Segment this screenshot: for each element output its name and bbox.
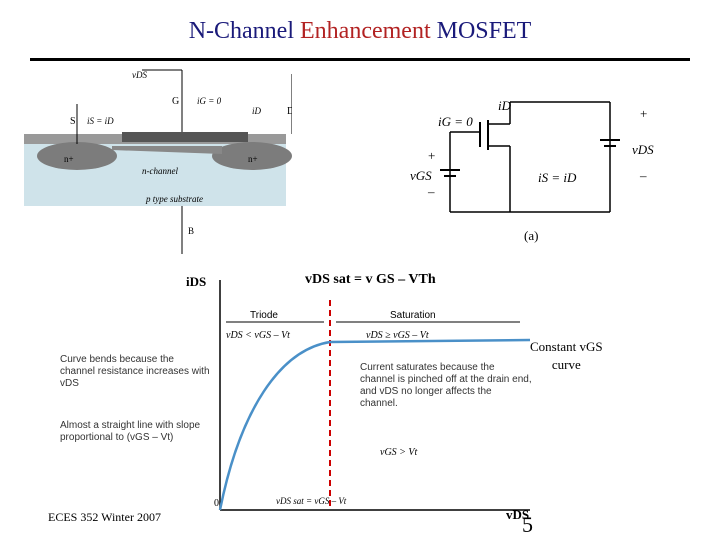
source-well <box>37 142 117 170</box>
slide-title: N-Channel Enhancement MOSFET <box>0 18 720 45</box>
drain-well <box>212 142 292 170</box>
title-rule <box>30 58 690 61</box>
ig-label: iG = 0 <box>197 96 222 106</box>
saturation-condition: vDS ≥ vGS – Vt <box>366 330 429 341</box>
constant-line2: curve <box>551 357 581 372</box>
x-tick-label: vDS sat = vGS – Vt <box>276 496 347 506</box>
n-channel-region <box>112 146 222 154</box>
ids-axis-label: iDS <box>186 274 206 290</box>
saturation-label: Saturation <box>390 310 436 321</box>
body-label: B <box>188 226 194 236</box>
drain-label: D <box>287 106 292 117</box>
vds-axis-label: vDS <box>506 507 530 522</box>
note-saturates: Current saturates because the channel is… <box>360 362 532 409</box>
schematic-vgs-label: vGS <box>410 168 432 183</box>
constant-line1: Constant vGS <box>530 339 603 354</box>
gate-label: G <box>172 96 179 107</box>
vgs-plus: + <box>428 148 435 163</box>
source-label: S <box>70 116 76 127</box>
schematic-ig-label: iG = 0 <box>438 114 473 129</box>
mosfet-cross-section: vDS G iG = 0 S iS = iD D iD n+ n+ n-chan… <box>24 69 292 254</box>
note-curve-bends: Curve bends because the channel resistan… <box>60 354 210 389</box>
id-label: iD <box>252 106 262 116</box>
constant-vgs-label: Constant vGS curve <box>530 338 603 374</box>
title-part3: MOSFET <box>436 18 532 44</box>
note-straight-line: Almost a straight line with slope propor… <box>60 420 200 443</box>
schematic-caption: (a) <box>524 228 538 243</box>
n-left-label: n+ <box>64 154 74 164</box>
vds-plus: + <box>640 106 647 121</box>
is-label: iS = iD <box>87 116 114 126</box>
n-right-label: n+ <box>248 154 258 164</box>
schematic-id-label: iD <box>498 98 512 113</box>
vgs-minus: – <box>427 184 435 199</box>
title-part2: Enhancement <box>300 18 431 44</box>
page-number: 5 <box>522 512 533 537</box>
schematic-is-label: iS = iD <box>538 170 577 185</box>
footer-text: ECES 352 Winter 2007 <box>48 510 161 524</box>
substrate-label: p type substrate <box>145 194 203 204</box>
iv-characteristic-plot: Triode Saturation vDS < vGS – Vt vDS ≥ v… <box>60 280 532 511</box>
vds-minus: – <box>639 168 647 183</box>
title-part1: N-Channel <box>188 18 294 44</box>
gate-electrode <box>122 132 248 142</box>
vgs-condition: vGS > Vt <box>380 447 418 458</box>
channel-label: n-channel <box>142 166 178 176</box>
schematic-vds-label: vDS <box>632 142 654 157</box>
mosfet-schematic: iD iG = 0 iS = iD vDS vGS + – + – (a) <box>410 98 654 243</box>
triode-condition: vDS < vGS – Vt <box>226 330 290 341</box>
iv-curve <box>218 338 531 511</box>
vds-top-label: vDS <box>132 70 147 80</box>
vdsat-equation: vDS sat = v GS – VTh <box>305 272 436 287</box>
ids-axis-text: iDS <box>186 274 207 289</box>
origin-label: 0 <box>214 498 219 509</box>
triode-label: Triode <box>250 310 278 321</box>
